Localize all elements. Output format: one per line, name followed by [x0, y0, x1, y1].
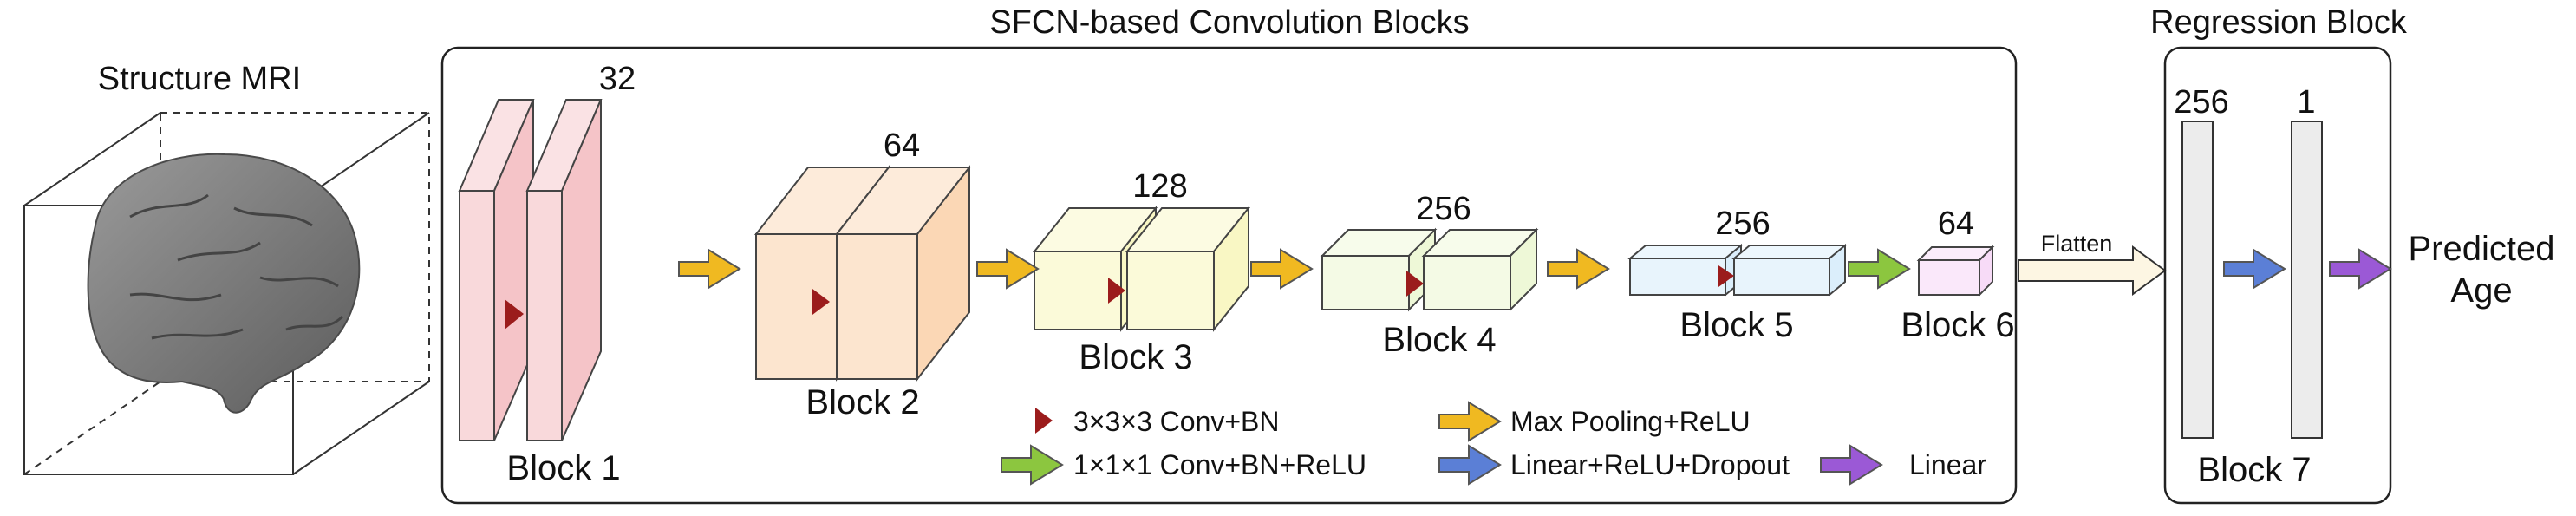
block-1-channels: 32: [599, 61, 636, 97]
legend-conv1-icon: [1001, 444, 1064, 486]
block-3-label: Block 3: [1079, 338, 1192, 376]
block-5-label: Block 5: [1679, 306, 1793, 344]
conv1-arrow: [1848, 248, 1911, 290]
maxpool-arrow: [678, 248, 741, 290]
legend-conv3-label: 3×3×3 Conv+BN: [1073, 406, 1280, 437]
block-4: [1320, 227, 1539, 312]
regression-layer-256: [2181, 121, 2214, 439]
conv3-marker: [505, 299, 524, 330]
legend-conv3-icon: [1035, 408, 1053, 434]
flatten-arrow: [2018, 245, 2167, 296]
block-5-channels: 256: [1715, 206, 1770, 242]
block-2-channels: 64: [884, 127, 920, 164]
regression-section-title: Regression Block: [2150, 4, 2408, 41]
block-2-label: Block 2: [805, 383, 919, 421]
brain-image: [87, 153, 361, 414]
block-5: [1627, 243, 1848, 297]
linear-arrow: [2329, 248, 2392, 290]
conv-section-frame: [440, 46, 2018, 505]
block-2: [753, 165, 972, 382]
legend-lin-relu-label: Linear+ReLU+Dropout: [1510, 449, 1790, 480]
regression-section-frame: [2163, 46, 2392, 505]
mri-cube: [23, 112, 430, 475]
legend-linear-label: Linear: [1909, 449, 1986, 480]
legend-maxpool-icon: [1438, 401, 1502, 442]
block-6-label: Block 6: [1901, 306, 2014, 344]
block-3-channels: 128: [1132, 168, 1187, 205]
regression-layer-1: [2291, 121, 2323, 439]
predicted-label-line1: Predicted: [2409, 230, 2555, 268]
block-3: [1032, 206, 1251, 332]
block-4-label: Block 4: [1382, 321, 1496, 359]
block-6-channels: 64: [1938, 206, 1974, 242]
legend-linear-icon: [1820, 444, 1883, 486]
block-4-channels: 256: [1416, 191, 1471, 227]
maxpool-arrow: [1250, 248, 1314, 290]
conv3-marker: [1718, 265, 1734, 287]
conv3-marker: [1108, 278, 1125, 304]
maxpool-arrow: [976, 248, 1040, 290]
mri-title: Structure MRI: [98, 61, 301, 97]
block-1: [458, 99, 603, 441]
maxpool-arrow: [1547, 248, 1610, 290]
legend-conv1-label: 1×1×1 Conv+BN+ReLU: [1073, 449, 1366, 480]
block-1-label: Block 1: [506, 449, 620, 487]
predicted-label-line2: Age: [2450, 271, 2512, 310]
flatten-label: Flatten: [2041, 231, 2113, 257]
legend-lin-relu-icon: [1438, 444, 1502, 486]
block-7-label: Block 7: [2197, 451, 2311, 489]
regression-layer-256-units: 256: [2174, 84, 2228, 121]
legend-maxpool-label: Max Pooling+ReLU: [1510, 406, 1751, 437]
linear-relu-arrow: [2223, 248, 2286, 290]
conv3-marker: [812, 289, 830, 315]
legend: 3×3×3 Conv+BN 1×1×1 Conv+BN+ReLU Max Poo…: [1001, 401, 1986, 486]
block-6: [1916, 245, 1995, 297]
conv-section-title: SFCN-based Convolution Blocks: [989, 4, 1469, 41]
regression-layer-1-units: 1: [2297, 84, 2315, 121]
conv3-marker: [1406, 271, 1424, 297]
